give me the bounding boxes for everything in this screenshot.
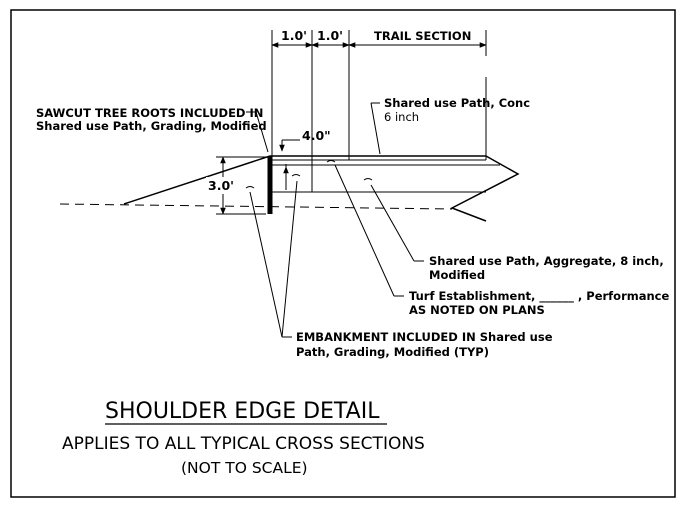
callout-embankment-line1: EMBANKMENT INCLUDED IN Shared use: [296, 330, 553, 344]
detail-scale-note: (NOT TO SCALE): [181, 459, 308, 477]
callout-turf-line1: Turf Establishment, ______ , Performance: [409, 289, 669, 304]
leader-ticks: [245, 160, 373, 189]
dimension-4in: 4.0": [302, 128, 331, 143]
dimension-trail-section: TRAIL SECTION: [374, 29, 471, 43]
callout-turf-line2: AS NOTED ON PLANS: [409, 303, 545, 317]
drawing-border: [10, 9, 676, 498]
callout-embankment-line2: Path, Grading, Modified (TYP): [296, 345, 489, 359]
depth-dimension: [279, 139, 300, 190]
callout-sawcut-line2: Shared use Path, Grading, Modified: [36, 119, 267, 133]
cross-section: [59, 155, 520, 222]
height-dimension: [206, 156, 266, 215]
detail-title: SHOULDER EDGE DETAIL: [105, 399, 380, 424]
top-dimensions: [271, 30, 487, 192]
callout-conc-line1: Shared use Path, Conc: [384, 96, 530, 110]
dimension-1ft-left: 1.0': [281, 28, 307, 43]
callout-sawcut-line1: SAWCUT TREE ROOTS INCLUDED IN: [36, 106, 263, 120]
dimension-1ft-right: 1.0': [317, 28, 343, 43]
callout-leaders: [246, 102, 424, 338]
callout-conc-line2: 6 inch: [384, 110, 419, 124]
dimension-3ft: 3.0': [208, 178, 234, 193]
callout-aggregate-line2: Modified: [429, 268, 485, 282]
detail-applies-note: APPLIES TO ALL TYPICAL CROSS SECTIONS: [62, 434, 425, 454]
callout-aggregate-line1: Shared use Path, Aggregate, 8 inch,: [429, 254, 664, 268]
